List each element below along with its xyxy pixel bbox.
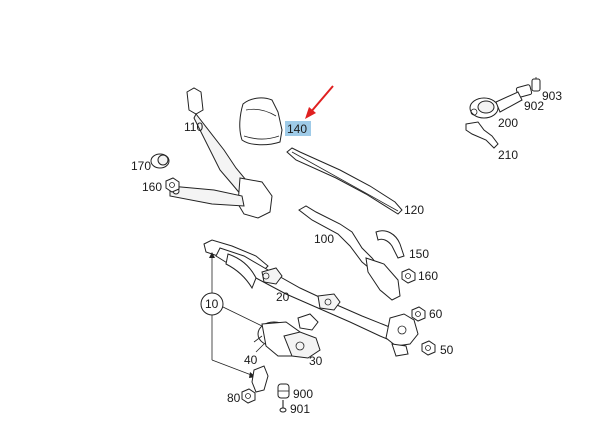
callout-10-group[interactable]: 10 bbox=[200, 292, 224, 316]
part-pivot-right[interactable] bbox=[385, 313, 419, 357]
part-210-bracket[interactable] bbox=[465, 121, 499, 149]
callout-200[interactable]: 200 bbox=[498, 116, 518, 130]
callout-80[interactable]: 80 bbox=[227, 391, 241, 405]
part-900-damper[interactable] bbox=[277, 383, 290, 399]
callout-10[interactable]: 10 bbox=[205, 297, 219, 311]
callout-100[interactable]: 100 bbox=[314, 232, 334, 246]
part-120-wiper-blade[interactable] bbox=[286, 147, 403, 215]
part-20-linkage-frame[interactable] bbox=[203, 239, 411, 347]
callout-30[interactable]: 30 bbox=[309, 354, 323, 368]
part-60-nut[interactable] bbox=[411, 306, 426, 322]
callout-900[interactable]: 900 bbox=[293, 387, 313, 401]
callout-160-right[interactable]: 160 bbox=[418, 269, 438, 283]
callout-40[interactable]: 40 bbox=[244, 353, 258, 367]
part-170-cap[interactable] bbox=[150, 153, 170, 169]
highlight-140 bbox=[285, 121, 311, 136]
callout-901[interactable]: 901 bbox=[290, 402, 310, 416]
callout-50[interactable]: 50 bbox=[440, 343, 454, 357]
part-40-clip[interactable] bbox=[251, 365, 269, 393]
part-100-wiper-arm[interactable] bbox=[298, 205, 401, 301]
callout-170[interactable]: 170 bbox=[131, 159, 151, 173]
part-160-nut-right[interactable] bbox=[401, 268, 416, 284]
part-160-nut-left[interactable] bbox=[165, 177, 180, 193]
callout-160-left[interactable]: 160 bbox=[142, 180, 162, 194]
part-140-cover[interactable] bbox=[239, 97, 283, 146]
callout-110[interactable]: 110 bbox=[184, 120, 203, 134]
part-150-clip[interactable] bbox=[375, 230, 405, 259]
part-80-nut[interactable] bbox=[241, 388, 256, 404]
callout-903[interactable]: 903 bbox=[542, 89, 562, 103]
part-50-nut[interactable] bbox=[421, 340, 436, 356]
callout-210[interactable]: 210 bbox=[498, 148, 518, 162]
callout-902[interactable]: 902 bbox=[524, 99, 544, 113]
callout-120[interactable]: 120 bbox=[404, 203, 424, 217]
callout-20[interactable]: 20 bbox=[276, 290, 290, 304]
part-903-plug[interactable] bbox=[531, 77, 541, 92]
callout-60[interactable]: 60 bbox=[429, 307, 443, 321]
part-30-wiper-motor[interactable] bbox=[253, 313, 321, 359]
part-901-screw[interactable] bbox=[279, 400, 287, 413]
red-arrow-icon bbox=[305, 85, 334, 119]
callout-150[interactable]: 150 bbox=[409, 247, 429, 261]
callout-140[interactable]: 140 bbox=[287, 122, 307, 136]
part-200-washer-pump[interactable] bbox=[469, 91, 523, 119]
